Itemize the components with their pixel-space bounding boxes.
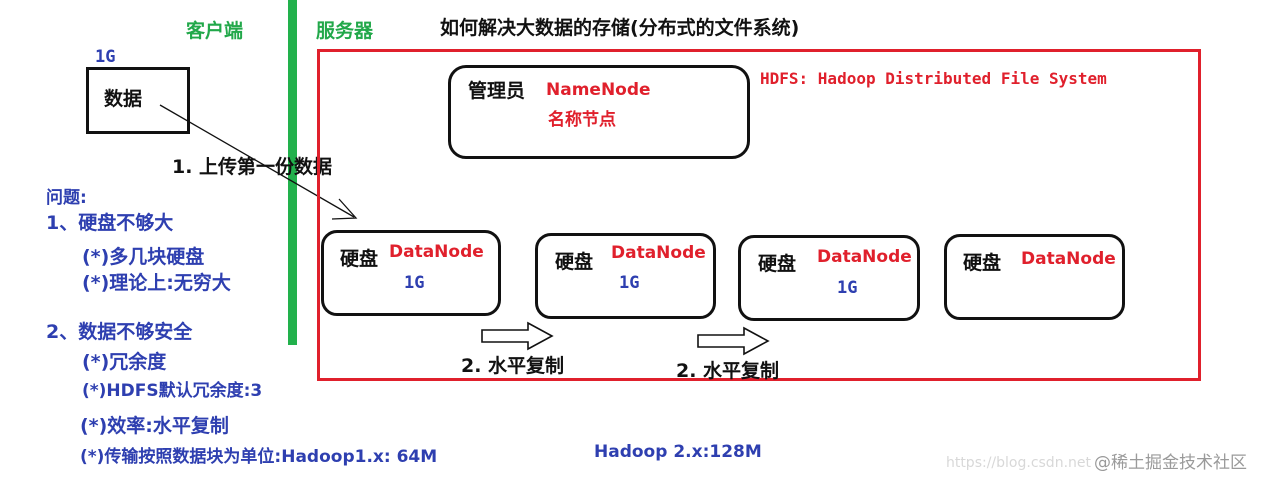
datanode-1-name: DataNode [389, 242, 484, 262]
upload-step-label: 1. 上传第一份数据 [172, 156, 333, 178]
problem-4: (*)传输按照数据块为单位:Hadoop1.x: 64M [80, 447, 438, 467]
watermark: @稀土掘金技术社区 [1094, 453, 1247, 473]
namenode-name: NameNode [546, 80, 651, 100]
faint-watermark: https://blog.csdn.net [945, 455, 1091, 471]
datanode-box-1 [321, 230, 501, 316]
datanode-3-name: DataNode [817, 247, 912, 267]
datanode-4-name: DataNode [1021, 249, 1116, 269]
replication-arrow-1 [481, 321, 554, 351]
client-server-divider [288, 0, 297, 345]
problem-2: 2、数据不够安全 [46, 321, 193, 343]
datanode-box-4 [944, 234, 1125, 320]
namenode-cn: 名称节点 [548, 110, 616, 130]
replication-label-2: 2. 水平复制 [676, 360, 780, 382]
datanode-box-3 [738, 235, 920, 321]
datanode-1-size: 1G [404, 273, 425, 293]
hdfs-frame [317, 49, 1201, 381]
datanode-1-label: 硬盘 [340, 248, 379, 270]
problem-2-b: (*)HDFS默认冗余度:3 [82, 381, 263, 401]
problem-3: (*)效率:水平复制 [80, 415, 229, 437]
datanode-3-size: 1G [837, 278, 858, 298]
problem-1-b: (*)理论上:无穷大 [82, 272, 231, 294]
replication-label-1: 2. 水平复制 [461, 355, 565, 377]
datanode-2-label: 硬盘 [555, 251, 594, 273]
server-label: 服务器 [316, 20, 374, 42]
problems-heading: 问题: [46, 188, 87, 208]
replication-arrow-2 [697, 326, 770, 356]
problem-4-tail: Hadoop 2.x:128M [594, 442, 762, 462]
datanode-2-name: DataNode [611, 243, 706, 263]
datanode-4-label: 硬盘 [963, 252, 1002, 274]
problem-1-a: (*)多几块硬盘 [82, 246, 205, 268]
diagram-title: 如何解决大数据的存储(分布式的文件系统) [440, 17, 800, 39]
hdfs-label: HDFS: Hadoop Distributed File System [760, 69, 1107, 88]
namenode-prefix: 管理员 [468, 80, 526, 102]
client-data-size: 1G [95, 47, 116, 67]
client-data-box [86, 67, 190, 134]
datanode-2-size: 1G [619, 273, 640, 293]
problem-2-a: (*)冗余度 [82, 351, 167, 373]
datanode-box-2 [535, 233, 716, 319]
namenode-box [448, 65, 750, 159]
datanode-3-label: 硬盘 [758, 253, 797, 275]
problem-1: 1、硬盘不够大 [46, 212, 174, 234]
client-label: 客户端 [186, 20, 244, 42]
client-data-label: 数据 [104, 88, 143, 110]
